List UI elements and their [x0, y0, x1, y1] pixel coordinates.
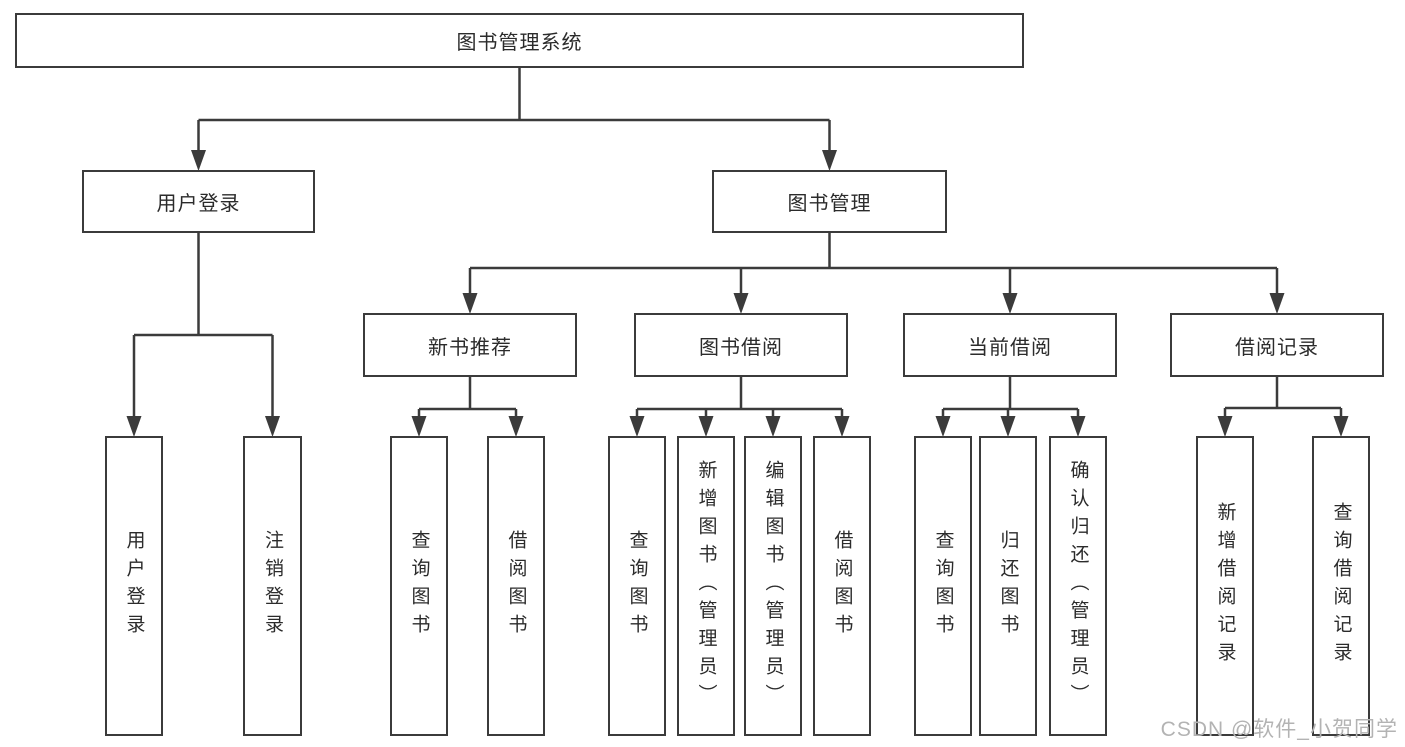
leaf-borrow-borrow-books: 借阅图书 — [813, 436, 871, 736]
leaf-newbook-query-books: 查询图书 — [390, 436, 448, 736]
leaf-records-query-record: 查询借阅记录 — [1312, 436, 1370, 736]
node-book-borrow: 图书借阅 — [634, 313, 848, 377]
node-current-borrow: 当前借阅 — [903, 313, 1117, 377]
node-user-login: 用户登录 — [82, 170, 315, 233]
leaf-borrow-edit-books-admin: 编辑图书（管理员） — [744, 436, 802, 736]
node-new-book-recommend: 新书推荐 — [363, 313, 577, 377]
leaf-newbook-borrow-books: 借阅图书 — [487, 436, 545, 736]
leaf-user-login: 用户登录 — [105, 436, 163, 736]
leaf-current-query-books: 查询图书 — [914, 436, 972, 736]
node-root: 图书管理系统 — [15, 13, 1024, 68]
leaf-current-return-books: 归还图书 — [979, 436, 1037, 736]
node-book-management: 图书管理 — [712, 170, 947, 233]
node-borrow-records: 借阅记录 — [1170, 313, 1384, 377]
watermark: CSDN @软件_小贺同学 — [1160, 718, 1398, 741]
leaf-logout: 注销登录 — [243, 436, 302, 736]
leaf-borrow-query-books: 查询图书 — [608, 436, 666, 736]
leaf-current-confirm-return-admin: 确认归还（管理员） — [1049, 436, 1107, 736]
leaf-borrow-add-books-admin: 新增图书（管理员） — [677, 436, 735, 736]
leaf-records-add-record: 新增借阅记录 — [1196, 436, 1254, 736]
